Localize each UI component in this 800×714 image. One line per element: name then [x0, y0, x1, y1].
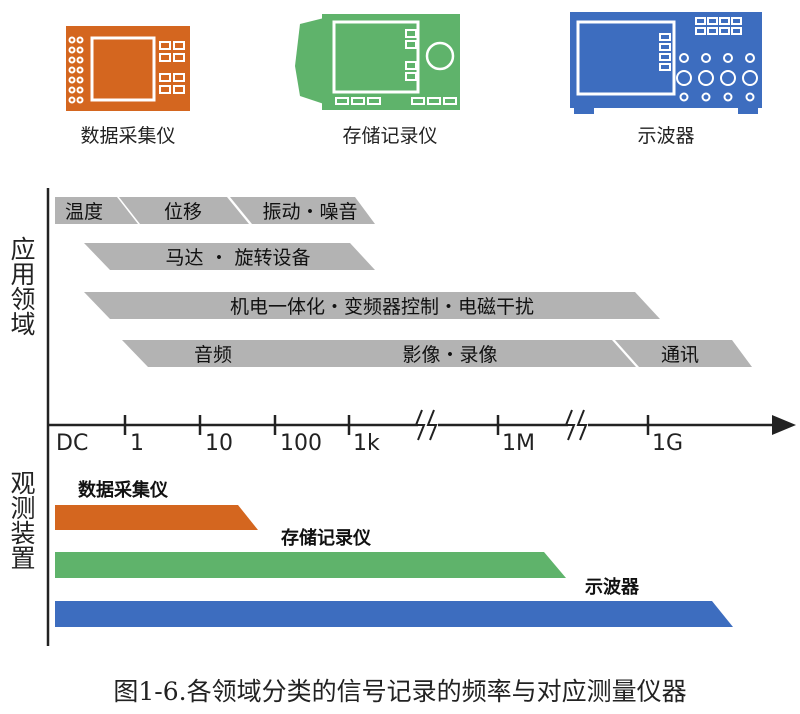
equipment-bar-data-logger	[55, 505, 258, 530]
section-label-equipment: 观测装置	[6, 470, 36, 570]
equipment-label-memory-recorder: 存储记录仪	[281, 527, 372, 549]
tick-label-100: 100	[280, 431, 322, 456]
equipment-bar-memory-recorder	[55, 552, 566, 578]
device-label-memory-recorder: 存储记录仪	[342, 125, 438, 147]
app-bar-vibration	[230, 197, 375, 224]
section-label-application: 应用领域	[6, 236, 36, 336]
tick-label-1g: 1G	[652, 431, 683, 456]
application-bars	[55, 197, 752, 367]
app-label-temperature: 温度	[65, 201, 103, 223]
memory-recorder-icon	[295, 14, 460, 110]
tick-label-1: 1	[130, 431, 144, 456]
frequency-axis	[48, 409, 778, 441]
tick-label-10: 10	[205, 431, 233, 456]
equipment-label-data-logger: 数据采集仪	[78, 479, 169, 501]
app-label-video: 影像・录像	[402, 344, 497, 366]
device-label-data-logger: 数据采集仪	[80, 125, 176, 147]
app-label-audio: 音频	[194, 344, 232, 366]
equipment-label-oscilloscope: 示波器	[585, 576, 640, 598]
app-bar-temperature	[55, 197, 138, 224]
app-bar-video	[122, 340, 636, 367]
app-label-mechatronics: 机电一体化・变频器控制・电磁干扰	[230, 296, 534, 318]
tick-label-1k: 1k	[353, 431, 380, 456]
app-label-communication: 通讯	[661, 344, 699, 366]
section-label-application-text: 应用领域	[7, 236, 36, 336]
section-label-equipment-text: 观测装置	[7, 470, 36, 570]
axis-arrow-icon	[772, 415, 796, 435]
tick-label-1m: 1M	[502, 431, 535, 456]
tick-label-dc: DC	[56, 431, 88, 456]
oscilloscope-icon	[570, 12, 762, 114]
app-bar-communication	[615, 340, 752, 367]
app-label-vibration: 振动・噪音	[262, 201, 357, 223]
device-icons	[66, 12, 762, 114]
app-label-displacement: 位移	[164, 201, 202, 223]
app-bar-motor	[84, 243, 375, 270]
data-logger-icon	[66, 26, 190, 111]
frequency-diagram: 温度 位移 振动・噪音 马达 ・ 旋转设备 机电一体化・变频器控制・电磁干扰 音…	[46, 188, 796, 646]
app-bar-mechatronics	[84, 292, 660, 319]
figure-caption: 图1-6.各领域分类的信号记录的频率与对应测量仪器	[113, 677, 687, 706]
app-bar-displacement	[119, 197, 249, 224]
app-label-motor: 马达 ・ 旋转设备	[165, 247, 310, 269]
device-label-oscilloscope: 示波器	[637, 125, 695, 147]
equipment-bar-oscilloscope	[55, 601, 733, 627]
